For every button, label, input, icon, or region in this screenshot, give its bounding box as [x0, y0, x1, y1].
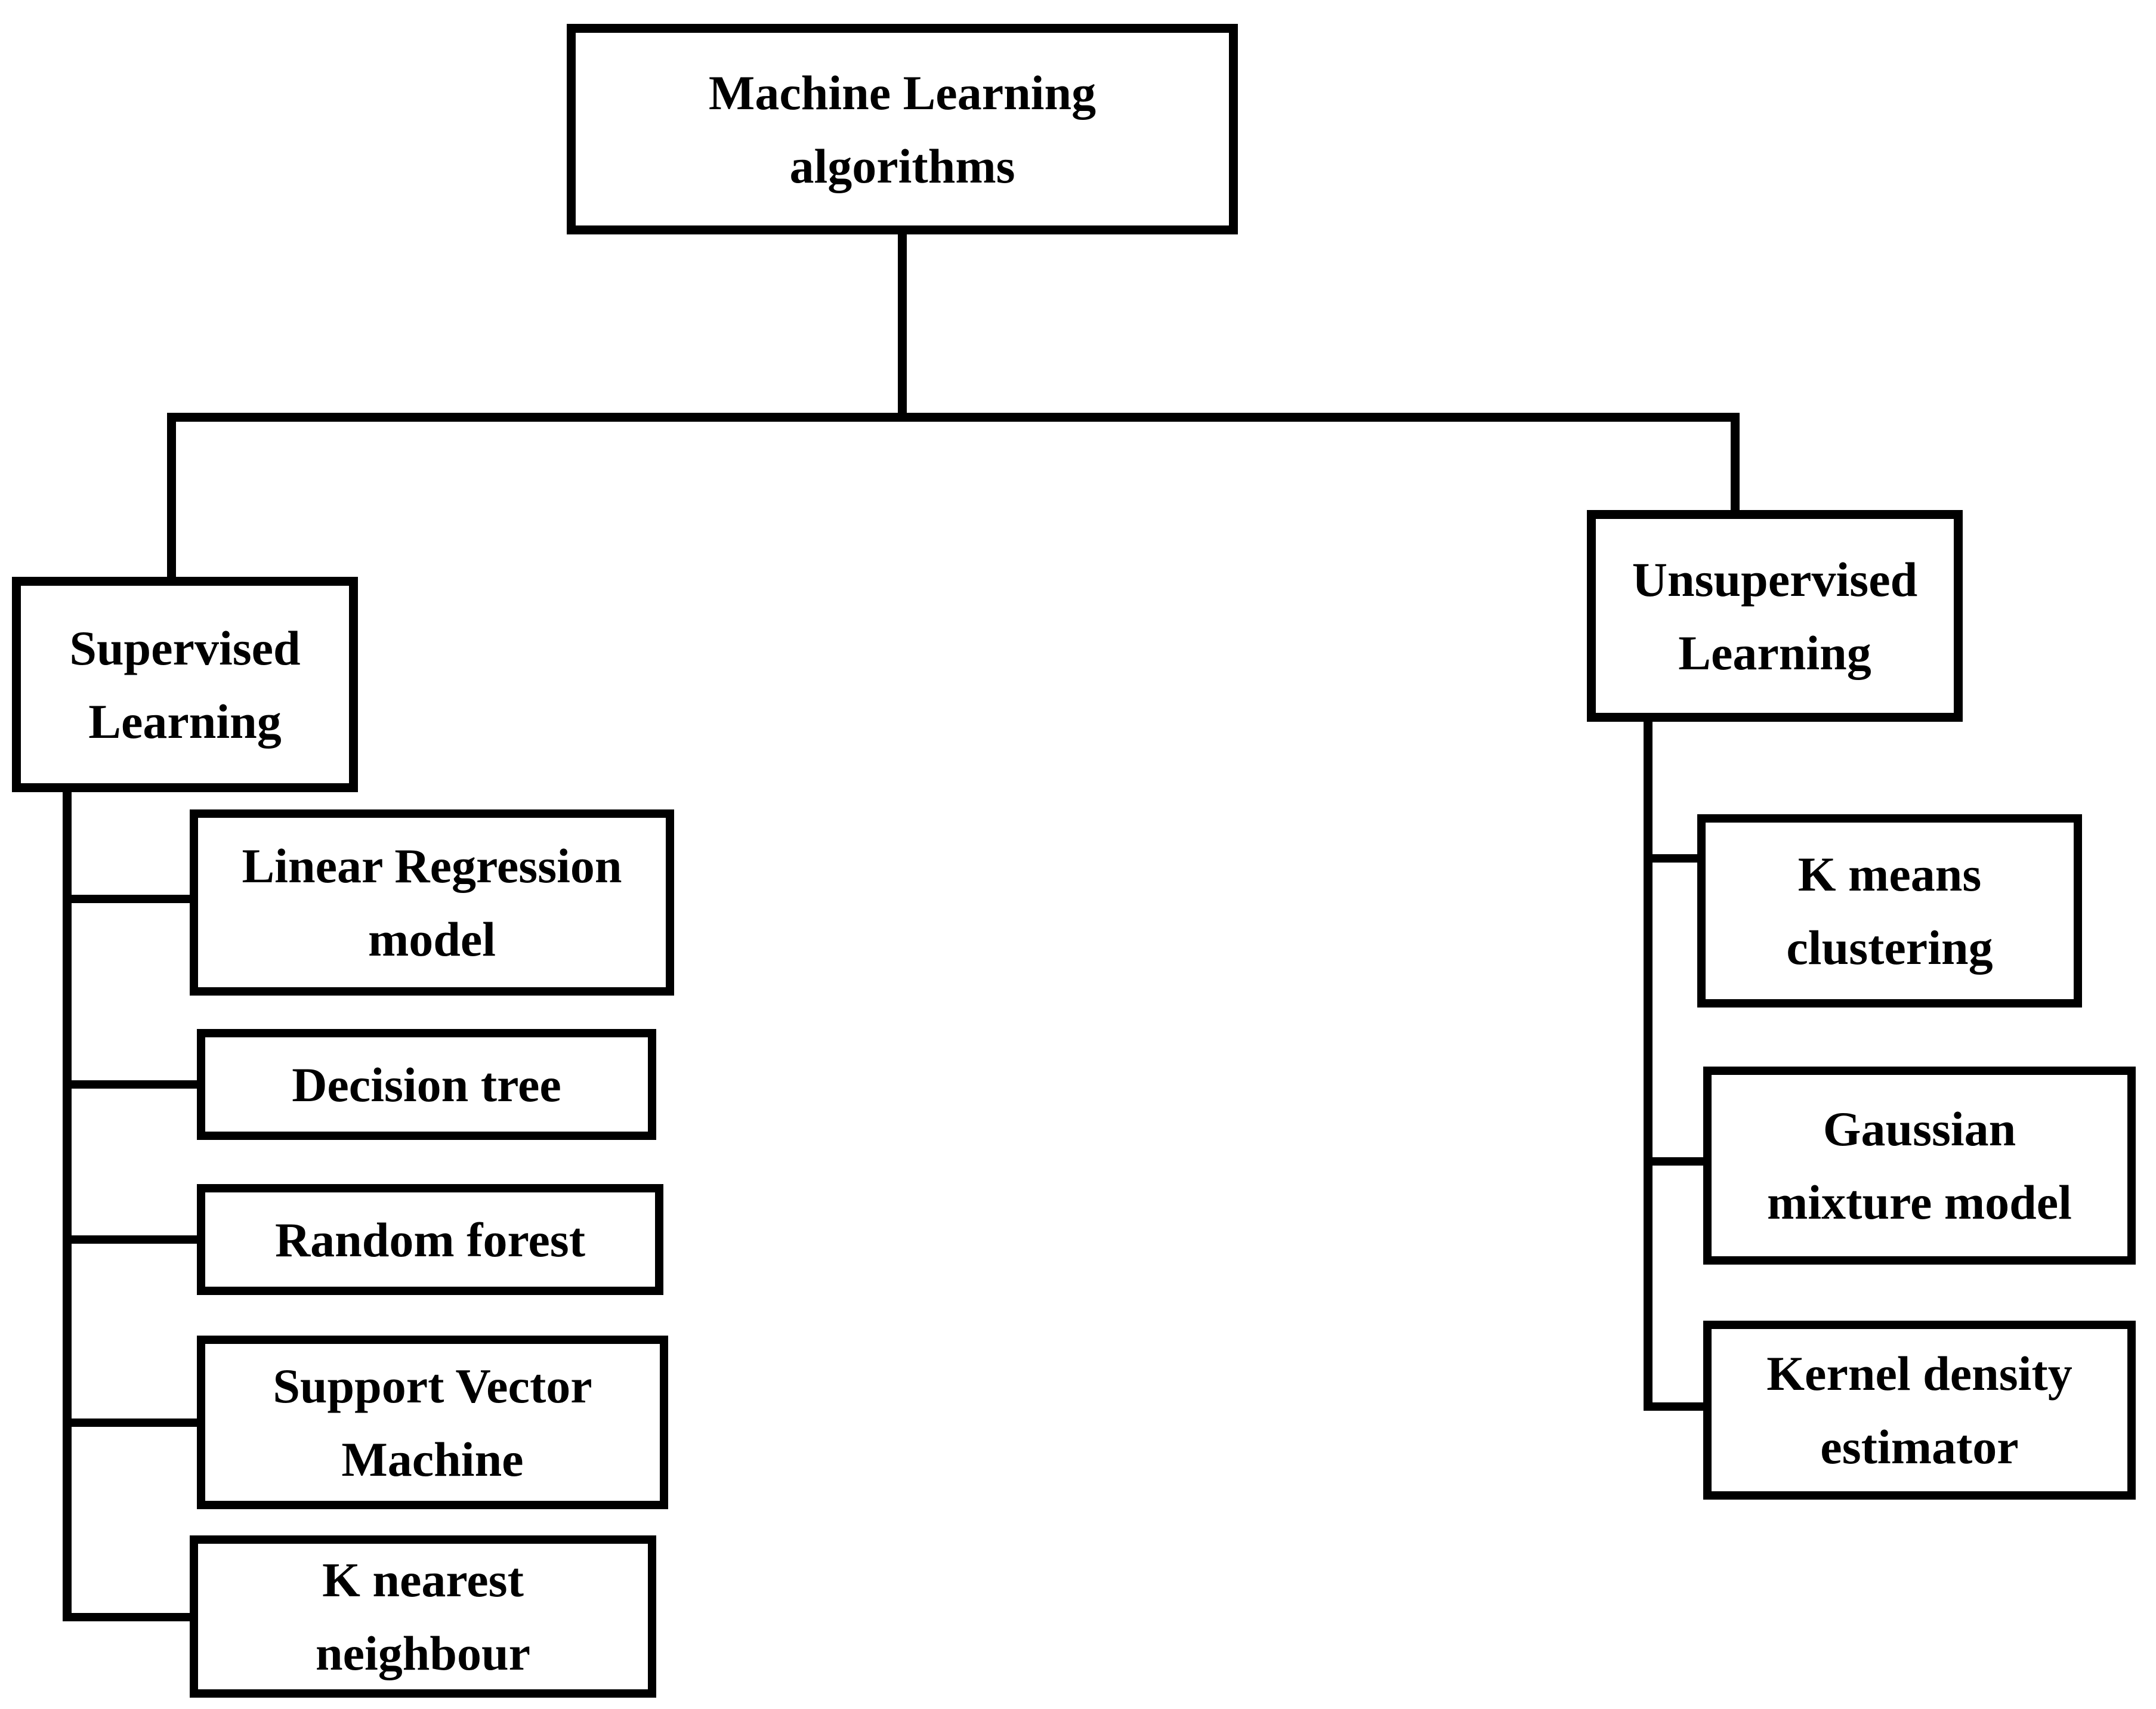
node-unsupervised-learning-label: Unsupervised Learning: [1632, 552, 1918, 680]
edge-root-trunk: [898, 234, 907, 413]
node-support-vector-machine-label: Support Vector Machine: [273, 1358, 592, 1487]
node-kernel-density-estimator-label: Kernel density estimator: [1766, 1346, 2072, 1474]
node-machine-learning-algorithms: Machine Learning algorithms: [567, 24, 1238, 234]
node-supervised-learning: Supervised Learning: [12, 577, 358, 792]
edge-stub-support-vector-machine: [63, 1418, 197, 1427]
node-machine-learning-algorithms-label: Machine Learning algorithms: [708, 65, 1096, 193]
node-linear-regression-model: Linear Regression model: [190, 809, 674, 996]
edge-drop-unsupervised: [1731, 413, 1740, 510]
edge-drop-supervised: [167, 413, 176, 577]
node-random-forest: Random forest: [197, 1184, 663, 1295]
edge-stub-gaussian-mixture: [1644, 1157, 1703, 1166]
edge-stub-kernel-density: [1644, 1402, 1703, 1411]
node-gaussian-mixture-model: Gaussian mixture model: [1703, 1067, 2136, 1265]
edge-unsupervised-spine: [1644, 722, 1652, 1411]
edge-stub-random-forest: [63, 1235, 197, 1244]
node-gaussian-mixture-model-label: Gaussian mixture model: [1767, 1102, 2072, 1229]
node-k-nearest-neighbour-label: K nearest neighbour: [316, 1553, 530, 1680]
node-k-means-clustering: K means clustering: [1697, 814, 2082, 1008]
node-linear-regression-model-label: Linear Regression model: [242, 839, 622, 966]
node-k-means-clustering-label: K means clustering: [1786, 847, 1993, 975]
node-random-forest-label: Random forest: [274, 1212, 586, 1267]
node-decision-tree: Decision tree: [197, 1029, 656, 1140]
node-support-vector-machine: Support Vector Machine: [197, 1336, 668, 1509]
edge-stub-decision-tree: [63, 1080, 197, 1089]
node-unsupervised-learning: Unsupervised Learning: [1587, 510, 1963, 722]
node-supervised-learning-label: Supervised Learning: [69, 620, 301, 749]
node-k-nearest-neighbour: K nearest neighbour: [190, 1535, 656, 1698]
edge-horizontal-bar: [167, 413, 1740, 422]
edge-stub-k-nearest-neighbour: [63, 1613, 190, 1621]
edge-stub-k-means: [1644, 854, 1697, 863]
node-decision-tree-label: Decision tree: [292, 1057, 561, 1112]
edge-supervised-spine: [63, 792, 72, 1621]
edge-stub-linear-regression: [63, 895, 190, 903]
node-kernel-density-estimator: Kernel density estimator: [1703, 1321, 2136, 1500]
